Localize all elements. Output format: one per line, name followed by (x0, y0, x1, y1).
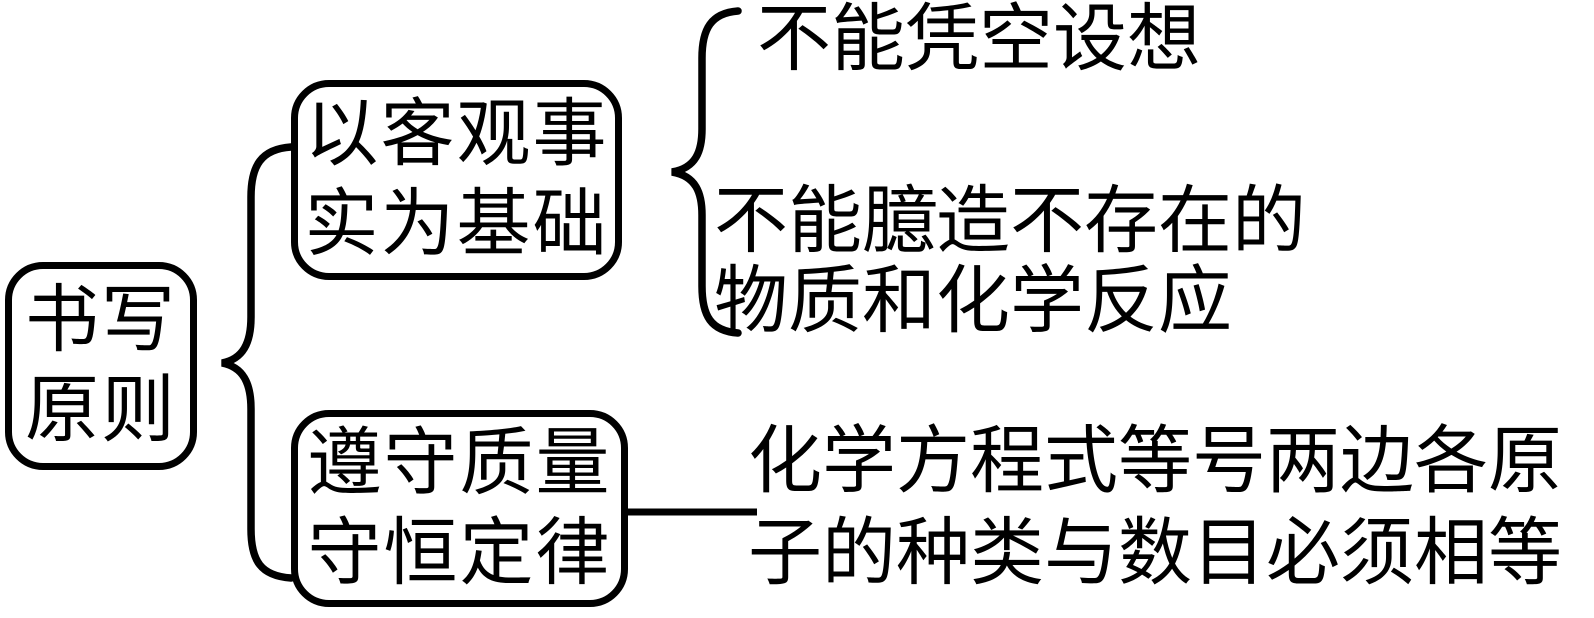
leaf-text-line: 不能凭空设想 (757, 0, 1201, 81)
branch-node-line: 以客观事 (304, 94, 609, 176)
leaf-text-line: 物质和化学反应 (714, 261, 1232, 343)
curly-brace-icon-root (221, 143, 295, 582)
leaf-text-no-baseless-assumption: 不能凭空设想 (757, 0, 1201, 80)
branch-node-line: 守恒定律 (307, 512, 612, 595)
branch-node-line: 实为基础 (304, 184, 609, 266)
leaf-text-no-fabrication: 不能臆造不存在的 物质和化学反应 (714, 182, 1306, 342)
leaf-text-line: 子的种类与数目必须相等 (748, 513, 1562, 595)
root-node-line: 原则 (25, 370, 177, 452)
branch-node-mass-conservation: 遵守质量 守恒定律 (291, 410, 628, 607)
root-node-line: 书写 (25, 280, 177, 362)
curly-brace-icon-objective (671, 7, 742, 337)
leaf-text-atoms-must-be-equal: 化学方程式等号两边各原 子的种类与数目必须相等 (748, 416, 1562, 600)
root-node-writing-principles: 书写 原则 (5, 262, 197, 470)
branch-node-line: 遵守质量 (307, 422, 612, 505)
branch-node-objective-facts: 以客观事 实为基础 (291, 80, 622, 280)
leaf-text-line: 化学方程式等号两边各原 (748, 421, 1562, 503)
leaf-text-line: 不能臆造不存在的 (714, 181, 1306, 263)
